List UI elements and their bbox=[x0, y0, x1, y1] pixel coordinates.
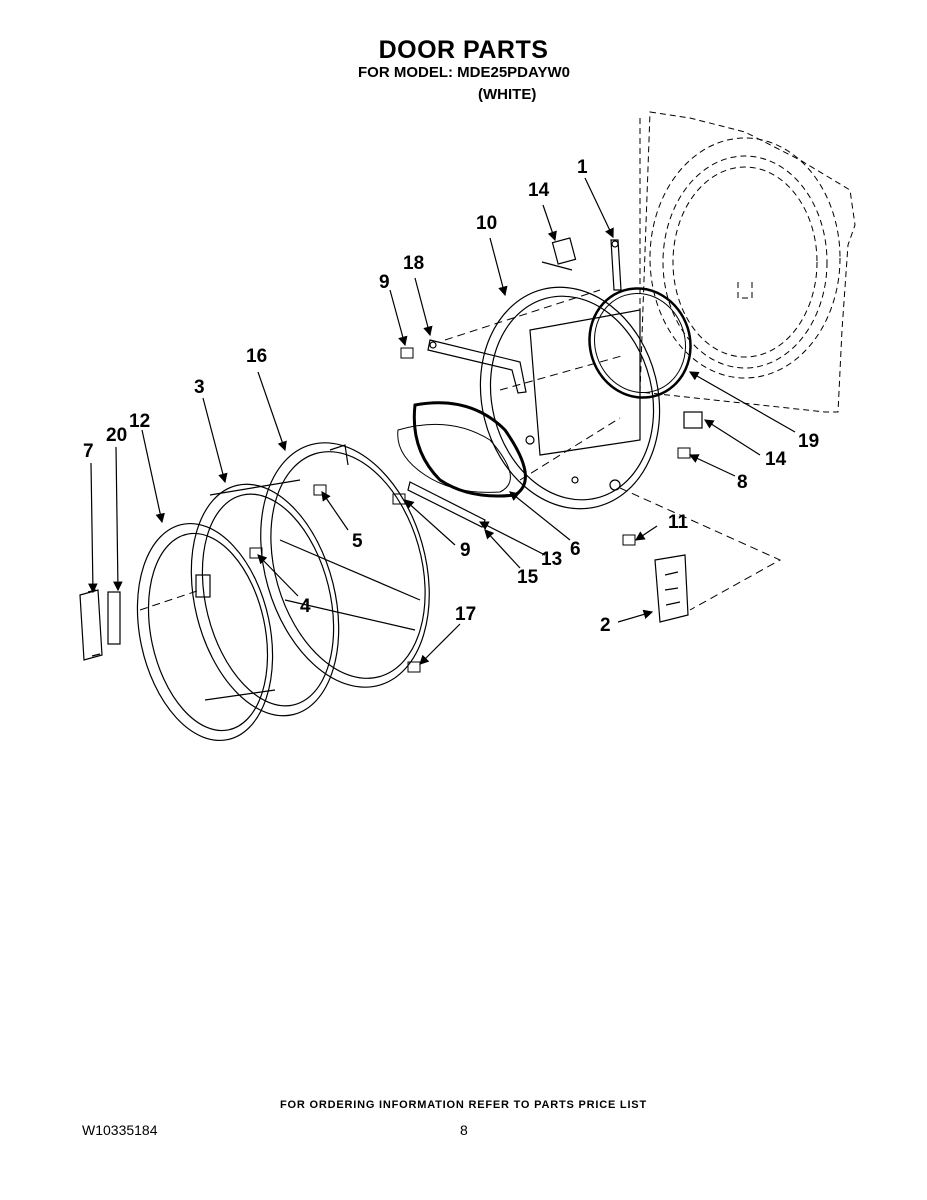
inner-door bbox=[479, 286, 661, 510]
screw-8 bbox=[677, 447, 691, 459]
callout-20: 20 bbox=[106, 425, 127, 446]
callout-8: 8 bbox=[737, 472, 748, 493]
page-title: DOOR PARTS bbox=[378, 36, 549, 64]
callout-16: 16 bbox=[246, 346, 267, 367]
callout-17: 17 bbox=[455, 604, 476, 625]
callout-5: 5 bbox=[352, 531, 363, 552]
screw-9-lower bbox=[392, 493, 406, 505]
callout-leaders bbox=[88, 177, 796, 665]
callout-9-b: 9 bbox=[460, 540, 471, 561]
variant-line: (WHITE) bbox=[478, 86, 537, 103]
callout-2: 2 bbox=[600, 615, 611, 636]
inner-door-panel bbox=[260, 442, 430, 688]
hinge-pin bbox=[610, 239, 622, 291]
cabinet-front-panel bbox=[639, 111, 856, 413]
door-strap bbox=[427, 339, 527, 394]
callout-12: 12 bbox=[129, 411, 150, 432]
callout-9-a: 9 bbox=[379, 272, 390, 293]
glass-gasket bbox=[412, 401, 527, 498]
callout-labels: 1 14 10 18 9 16 3 12 20 7 19 14 8 5 9 13… bbox=[83, 157, 819, 636]
inner-glass bbox=[397, 423, 511, 493]
outer-door-ring bbox=[136, 522, 274, 742]
door-frame bbox=[190, 479, 340, 717]
callout-3: 3 bbox=[194, 377, 205, 398]
ordering-note: FOR ORDERING INFORMATION REFER TO PARTS … bbox=[280, 1099, 647, 1111]
callout-7: 7 bbox=[83, 441, 94, 462]
callout-19: 19 bbox=[798, 431, 819, 452]
callout-13: 13 bbox=[541, 549, 562, 570]
door-seal bbox=[588, 287, 692, 399]
callout-14-a: 14 bbox=[528, 180, 550, 201]
callout-14-b: 14 bbox=[765, 449, 787, 470]
page-number: 8 bbox=[460, 1122, 468, 1138]
door-catch-right bbox=[683, 411, 703, 429]
door-handle bbox=[79, 589, 103, 661]
callout-6: 6 bbox=[570, 539, 581, 560]
callout-18: 18 bbox=[403, 253, 424, 274]
callout-11: 11 bbox=[668, 512, 689, 533]
assembly-guide-lines bbox=[139, 289, 782, 611]
callout-10: 10 bbox=[476, 213, 497, 234]
document-number: W10335184 bbox=[82, 1122, 158, 1138]
callout-4: 4 bbox=[300, 596, 311, 617]
screw-11 bbox=[622, 534, 636, 546]
screw-17 bbox=[407, 661, 421, 673]
callout-15: 15 bbox=[517, 567, 539, 588]
screw-5 bbox=[313, 484, 327, 496]
handle-insert bbox=[107, 591, 121, 645]
callout-1: 1 bbox=[577, 157, 588, 178]
door-catch-top bbox=[541, 237, 577, 271]
model-line: FOR MODEL: MDE25PDAYW0 bbox=[358, 64, 570, 81]
door-hinge bbox=[654, 554, 689, 623]
handle-plate bbox=[407, 481, 486, 528]
screw-9-upper bbox=[400, 347, 414, 359]
